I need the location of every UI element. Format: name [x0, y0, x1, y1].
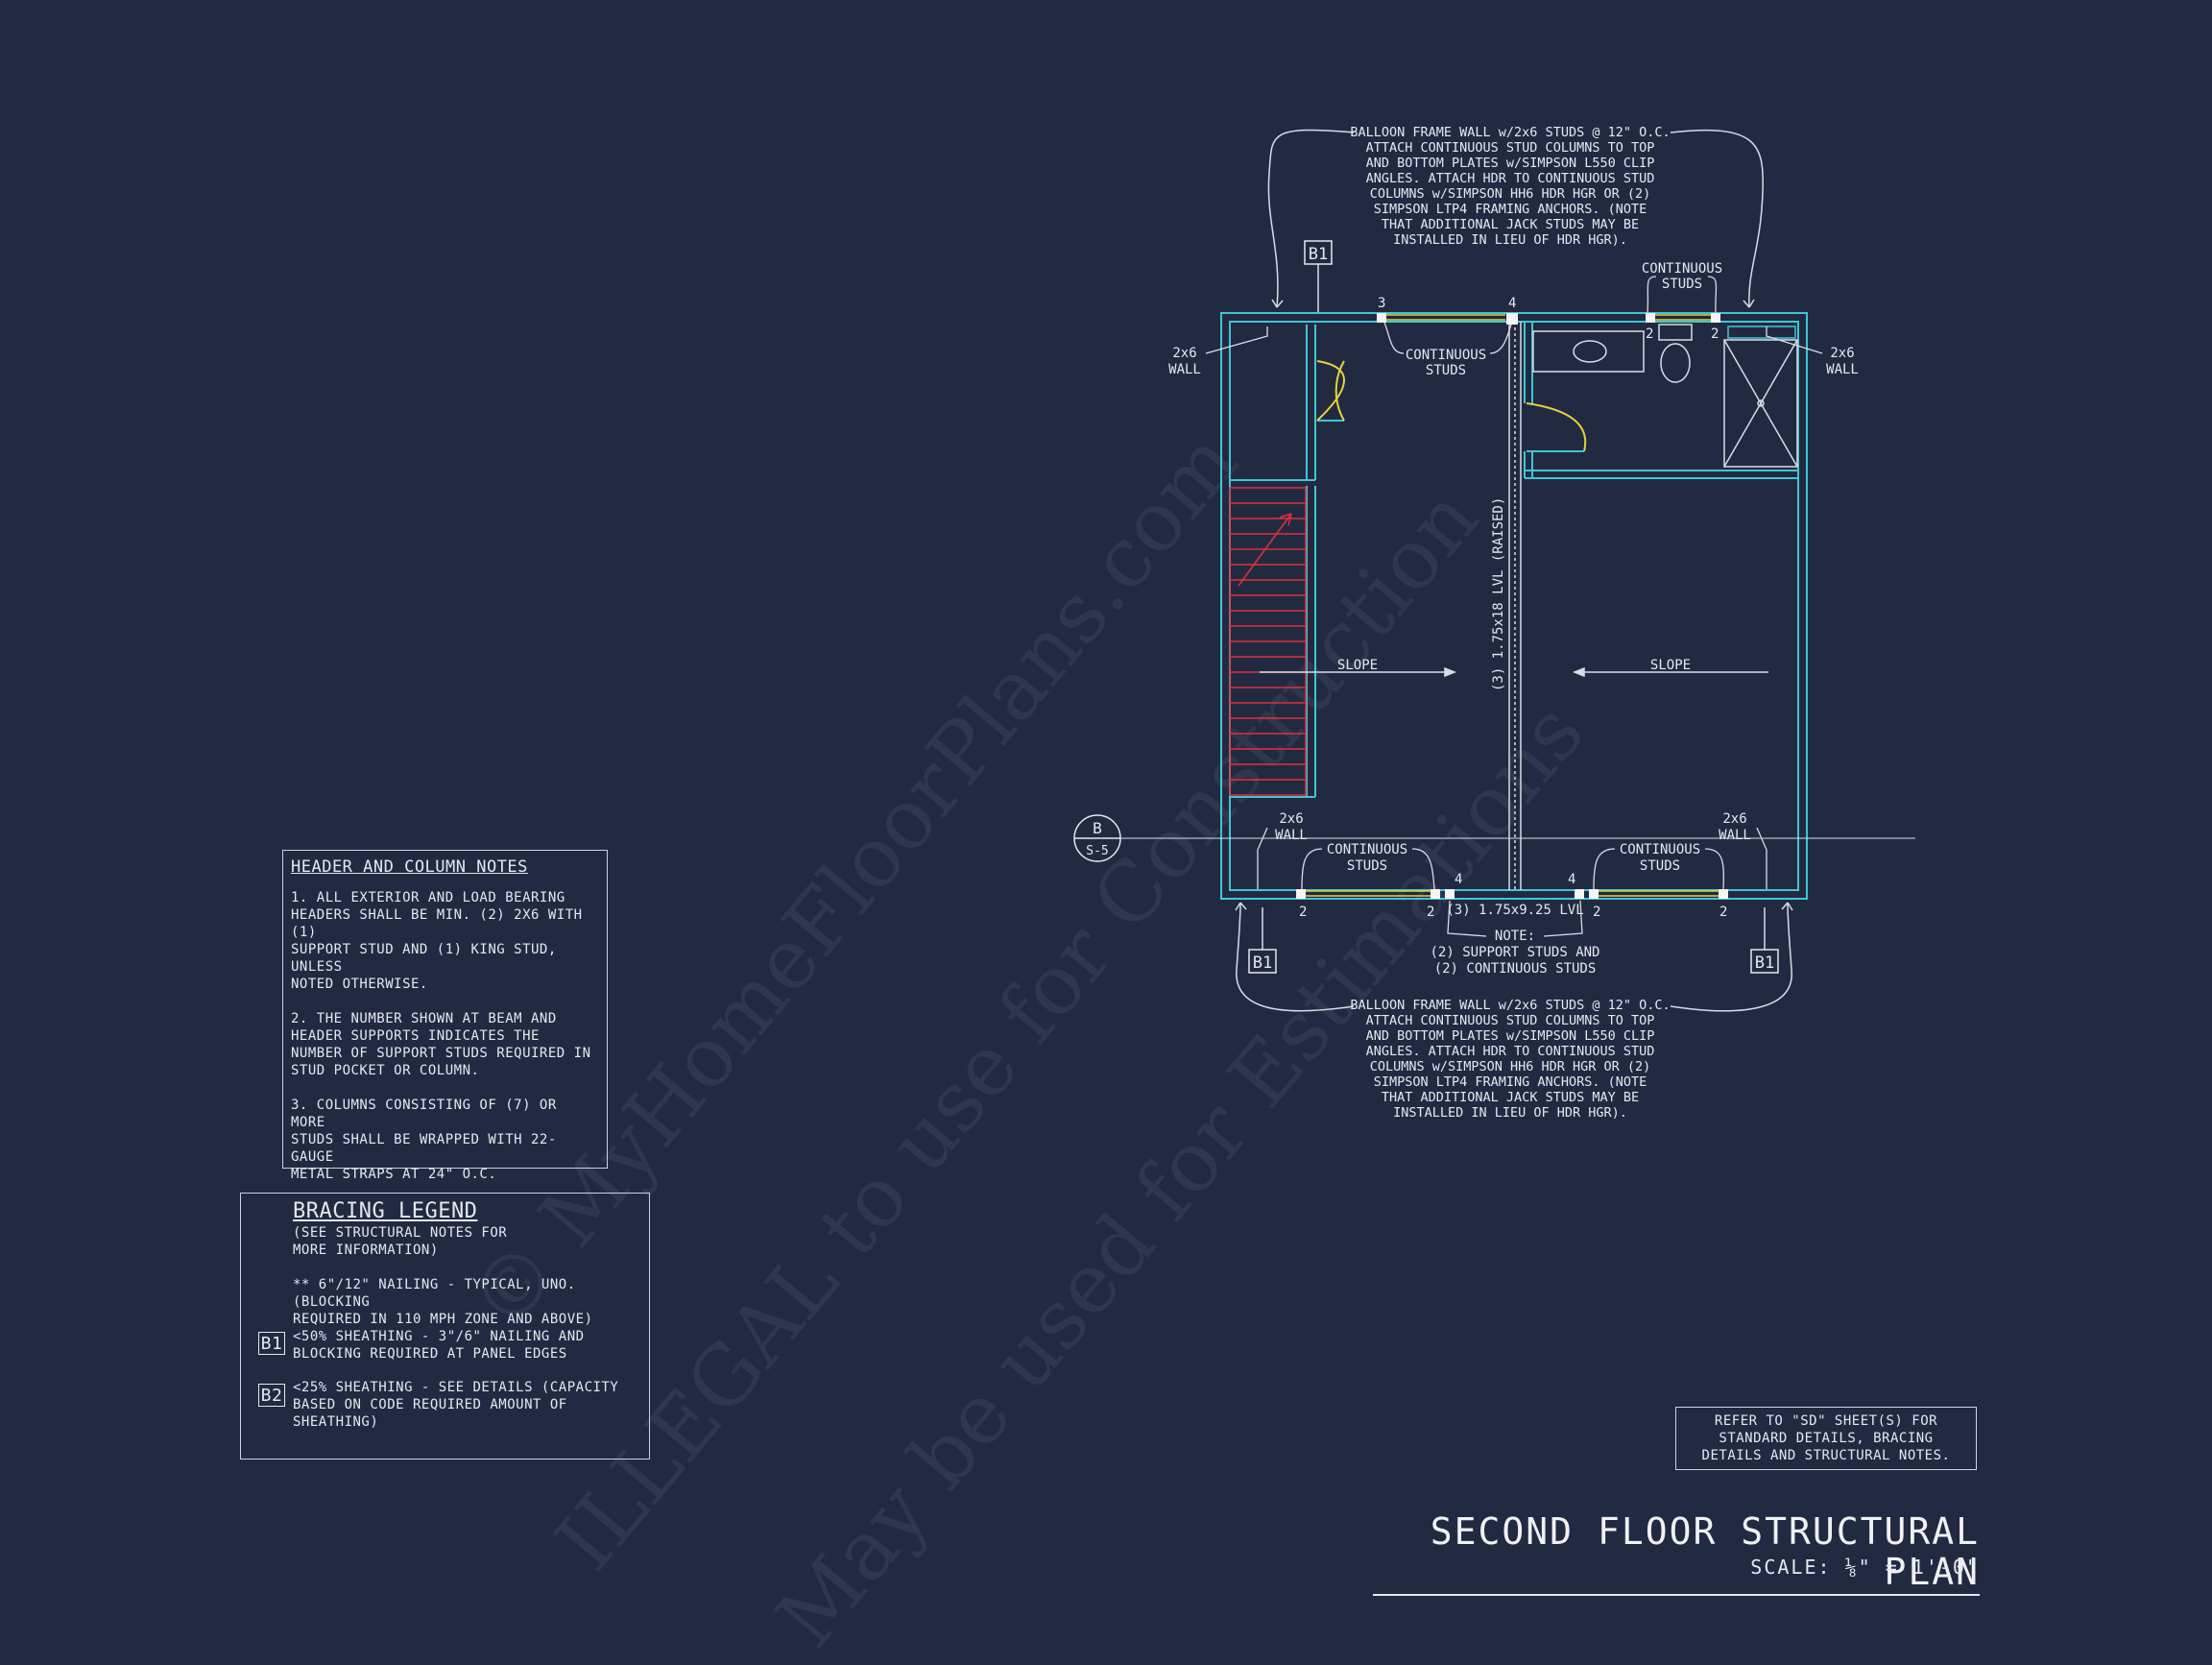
top-note-line: ANGLES. ATTACH HDR TO CONTINUOUS STUD	[1366, 171, 1655, 186]
top-note-line: INSTALLED IN LIEU OF HDR HGR).	[1393, 232, 1627, 248]
continuous-studs-label: CONTINUOUS	[1642, 261, 1722, 277]
bracing-legend-title: BRACING LEGEND	[293, 1199, 478, 1223]
interior-walls	[1230, 322, 1798, 798]
section-letter: B	[1093, 819, 1102, 837]
slope-label-left: SLOPE	[1337, 658, 1378, 673]
wall-label: WALL	[1719, 828, 1751, 843]
header-column-notes: HEADER AND COLUMN NOTES 1. ALL EXTERIOR …	[282, 850, 608, 1182]
b2-tag: B2	[258, 1384, 285, 1407]
top-note-line: BALLOON FRAME WALL w/2x6 STUDS @ 12" O.C…	[1350, 125, 1670, 140]
continuous-studs-label: STUDS	[1640, 858, 1680, 874]
top-note-line: THAT ADDITIONAL JACK STUDS MAY BE	[1382, 217, 1639, 232]
header-note-item: 2. THE NUMBER SHOWN AT BEAM AND HEADER S…	[291, 1011, 591, 1078]
support-note-line: (2) CONTINUOUS STUDS	[1434, 961, 1597, 977]
continuous-studs-label: STUDS	[1662, 277, 1702, 292]
exterior-walls	[1220, 312, 1808, 900]
b1-tag: B1	[258, 1332, 285, 1355]
continuous-studs-label: CONTINUOUS	[1406, 348, 1486, 363]
b1-label: B1	[1253, 953, 1272, 973]
continuous-studs-label: STUDS	[1426, 363, 1466, 378]
top-leader-lines	[1205, 276, 1823, 354]
stud-count: 2	[1427, 905, 1434, 920]
b1-tag-top: B1	[1304, 240, 1333, 312]
stairs	[1229, 487, 1307, 796]
wall-label: 2x6	[1830, 346, 1854, 361]
b1-tag-bottom-right: B1	[1750, 907, 1779, 974]
bottom-note-line: SIMPSON LTP4 FRAMING ANCHORS. (NOTE	[1374, 1074, 1647, 1090]
b1-label: B1	[1309, 245, 1328, 264]
lvl-vertical-label: (3) 1.75x18 LVL (RAISED)	[1491, 497, 1506, 691]
continuous-studs-label: CONTINUOUS	[1327, 842, 1407, 857]
wall-label: 2x6	[1722, 811, 1746, 827]
center-lvl-beam	[1508, 322, 1522, 890]
bottom-leader-lines	[1257, 827, 1767, 937]
header-note-item: 3. COLUMNS CONSISTING OF (7) OR MORE STU…	[291, 1098, 557, 1182]
header-note-item: 1. ALL EXTERIOR AND LOAD BEARING HEADERS…	[291, 890, 583, 992]
stud-count: 2	[1299, 905, 1307, 920]
bottom-note-line: INSTALLED IN LIEU OF HDR HGR).	[1393, 1105, 1627, 1121]
wall-label: WALL	[1275, 828, 1308, 843]
slope-label-right: SLOPE	[1650, 658, 1691, 673]
stud-count: 2	[1593, 905, 1600, 920]
b1-label: B1	[1755, 953, 1774, 973]
bottom-note-line: ATTACH CONTINUOUS STUD COLUMNS TO TOP	[1366, 1013, 1655, 1028]
section-sheet: S-5	[1086, 844, 1108, 858]
bottom-note-line: ANGLES. ATTACH HDR TO CONTINUOUS STUD	[1366, 1044, 1655, 1059]
top-labels: CONTINUOUS STUDS CONTINUOUS STUDS 2x6 WA…	[1168, 261, 1859, 378]
top-windows	[1382, 314, 1714, 321]
stud-count: 2	[1646, 326, 1653, 342]
wall-label: 2x6	[1172, 346, 1196, 361]
support-note-line: (2) SUPPORT STUDS AND	[1430, 945, 1599, 960]
bath-fixtures	[1532, 324, 1798, 468]
stud-count: 3	[1378, 296, 1385, 311]
bracing-legend: BRACING LEGEND (SEE STRUCTURAL NOTES FOR…	[240, 1193, 650, 1460]
bracing-legend-typical: ** 6"/12" NAILING - TYPICAL, UNO. (BLOCK…	[293, 1277, 593, 1327]
continuous-studs-label: CONTINUOUS	[1620, 842, 1700, 857]
bottom-note-leaders	[1235, 902, 1793, 1012]
section-marker: B S-5	[1073, 814, 1915, 862]
stud-numbers: 3 4 2 2 2 2 4 4 2 2	[1299, 296, 1727, 920]
top-leaders	[1267, 129, 1765, 308]
wall-label: WALL	[1168, 362, 1201, 377]
bracing-legend-subtitle: (SEE STRUCTURAL NOTES FOR MORE INFORMATI…	[293, 1225, 508, 1258]
doors	[1316, 360, 1587, 452]
stud-count: 4	[1455, 872, 1462, 887]
stud-count: 2	[1719, 905, 1727, 920]
header-notes-title: HEADER AND COLUMN NOTES	[291, 857, 528, 877]
stud-count: 4	[1508, 296, 1516, 311]
top-note-line: COLUMNS w/SIMPSON HH6 HDR HGR OR (2)	[1370, 186, 1651, 202]
support-note-line: NOTE:	[1495, 929, 1535, 944]
bracing-legend-b1: <50% SHEATHING - 3"/6" NAILING AND BLOCK…	[293, 1329, 585, 1362]
bracing-legend-b2: <25% SHEATHING - SEE DETAILS (CAPACITY B…	[293, 1380, 619, 1430]
slope-arrows	[1260, 666, 1768, 678]
bottom-note-line: BALLOON FRAME WALL w/2x6 STUDS @ 12" O.C…	[1350, 998, 1670, 1013]
bottom-balloon-note: BALLOON FRAME WALL w/2x6 STUDS @ 12" O.C…	[1350, 998, 1670, 1121]
stud-posts	[1296, 313, 1728, 899]
bottom-labels: 2x6 WALL 2x6 WALL CONTINUOUS STUDS CONTI…	[1275, 811, 1751, 977]
wall-label: 2x6	[1279, 811, 1303, 827]
top-note-line: AND BOTTOM PLATES w/SIMPSON L550 CLIP	[1366, 156, 1655, 171]
bottom-note-line: AND BOTTOM PLATES w/SIMPSON L550 CLIP	[1366, 1028, 1655, 1044]
wall-label: WALL	[1826, 362, 1859, 377]
top-balloon-note: BALLOON FRAME WALL w/2x6 STUDS @ 12" O.C…	[1350, 125, 1670, 248]
bottom-note-line: THAT ADDITIONAL JACK STUDS MAY BE	[1382, 1090, 1639, 1105]
stud-count: 4	[1568, 872, 1575, 887]
stud-count: 2	[1711, 326, 1719, 342]
refer-note: REFER TO "SD" SHEET(S) FOR STANDARD DETA…	[1675, 1407, 1977, 1470]
top-note-line: ATTACH CONTINUOUS STUD COLUMNS TO TOP	[1366, 140, 1655, 156]
continuous-studs-label: STUDS	[1347, 858, 1387, 874]
top-note-line: SIMPSON LTP4 FRAMING ANCHORS. (NOTE	[1374, 202, 1647, 217]
sheet-title: SECOND FLOOR STRUCTURAL PLAN	[1373, 1511, 1980, 1596]
bottom-windows	[1301, 890, 1723, 897]
bottom-note-line: COLUMNS w/SIMPSON HH6 HDR HGR OR (2)	[1370, 1059, 1651, 1074]
b1-tag-bottom-left: B1	[1248, 907, 1277, 974]
sheet-scale: SCALE: ⅛" = 1'-0"	[1750, 1556, 1980, 1579]
lvl-bottom-label: (3) 1.75x9.25 LVL	[1446, 903, 1583, 918]
